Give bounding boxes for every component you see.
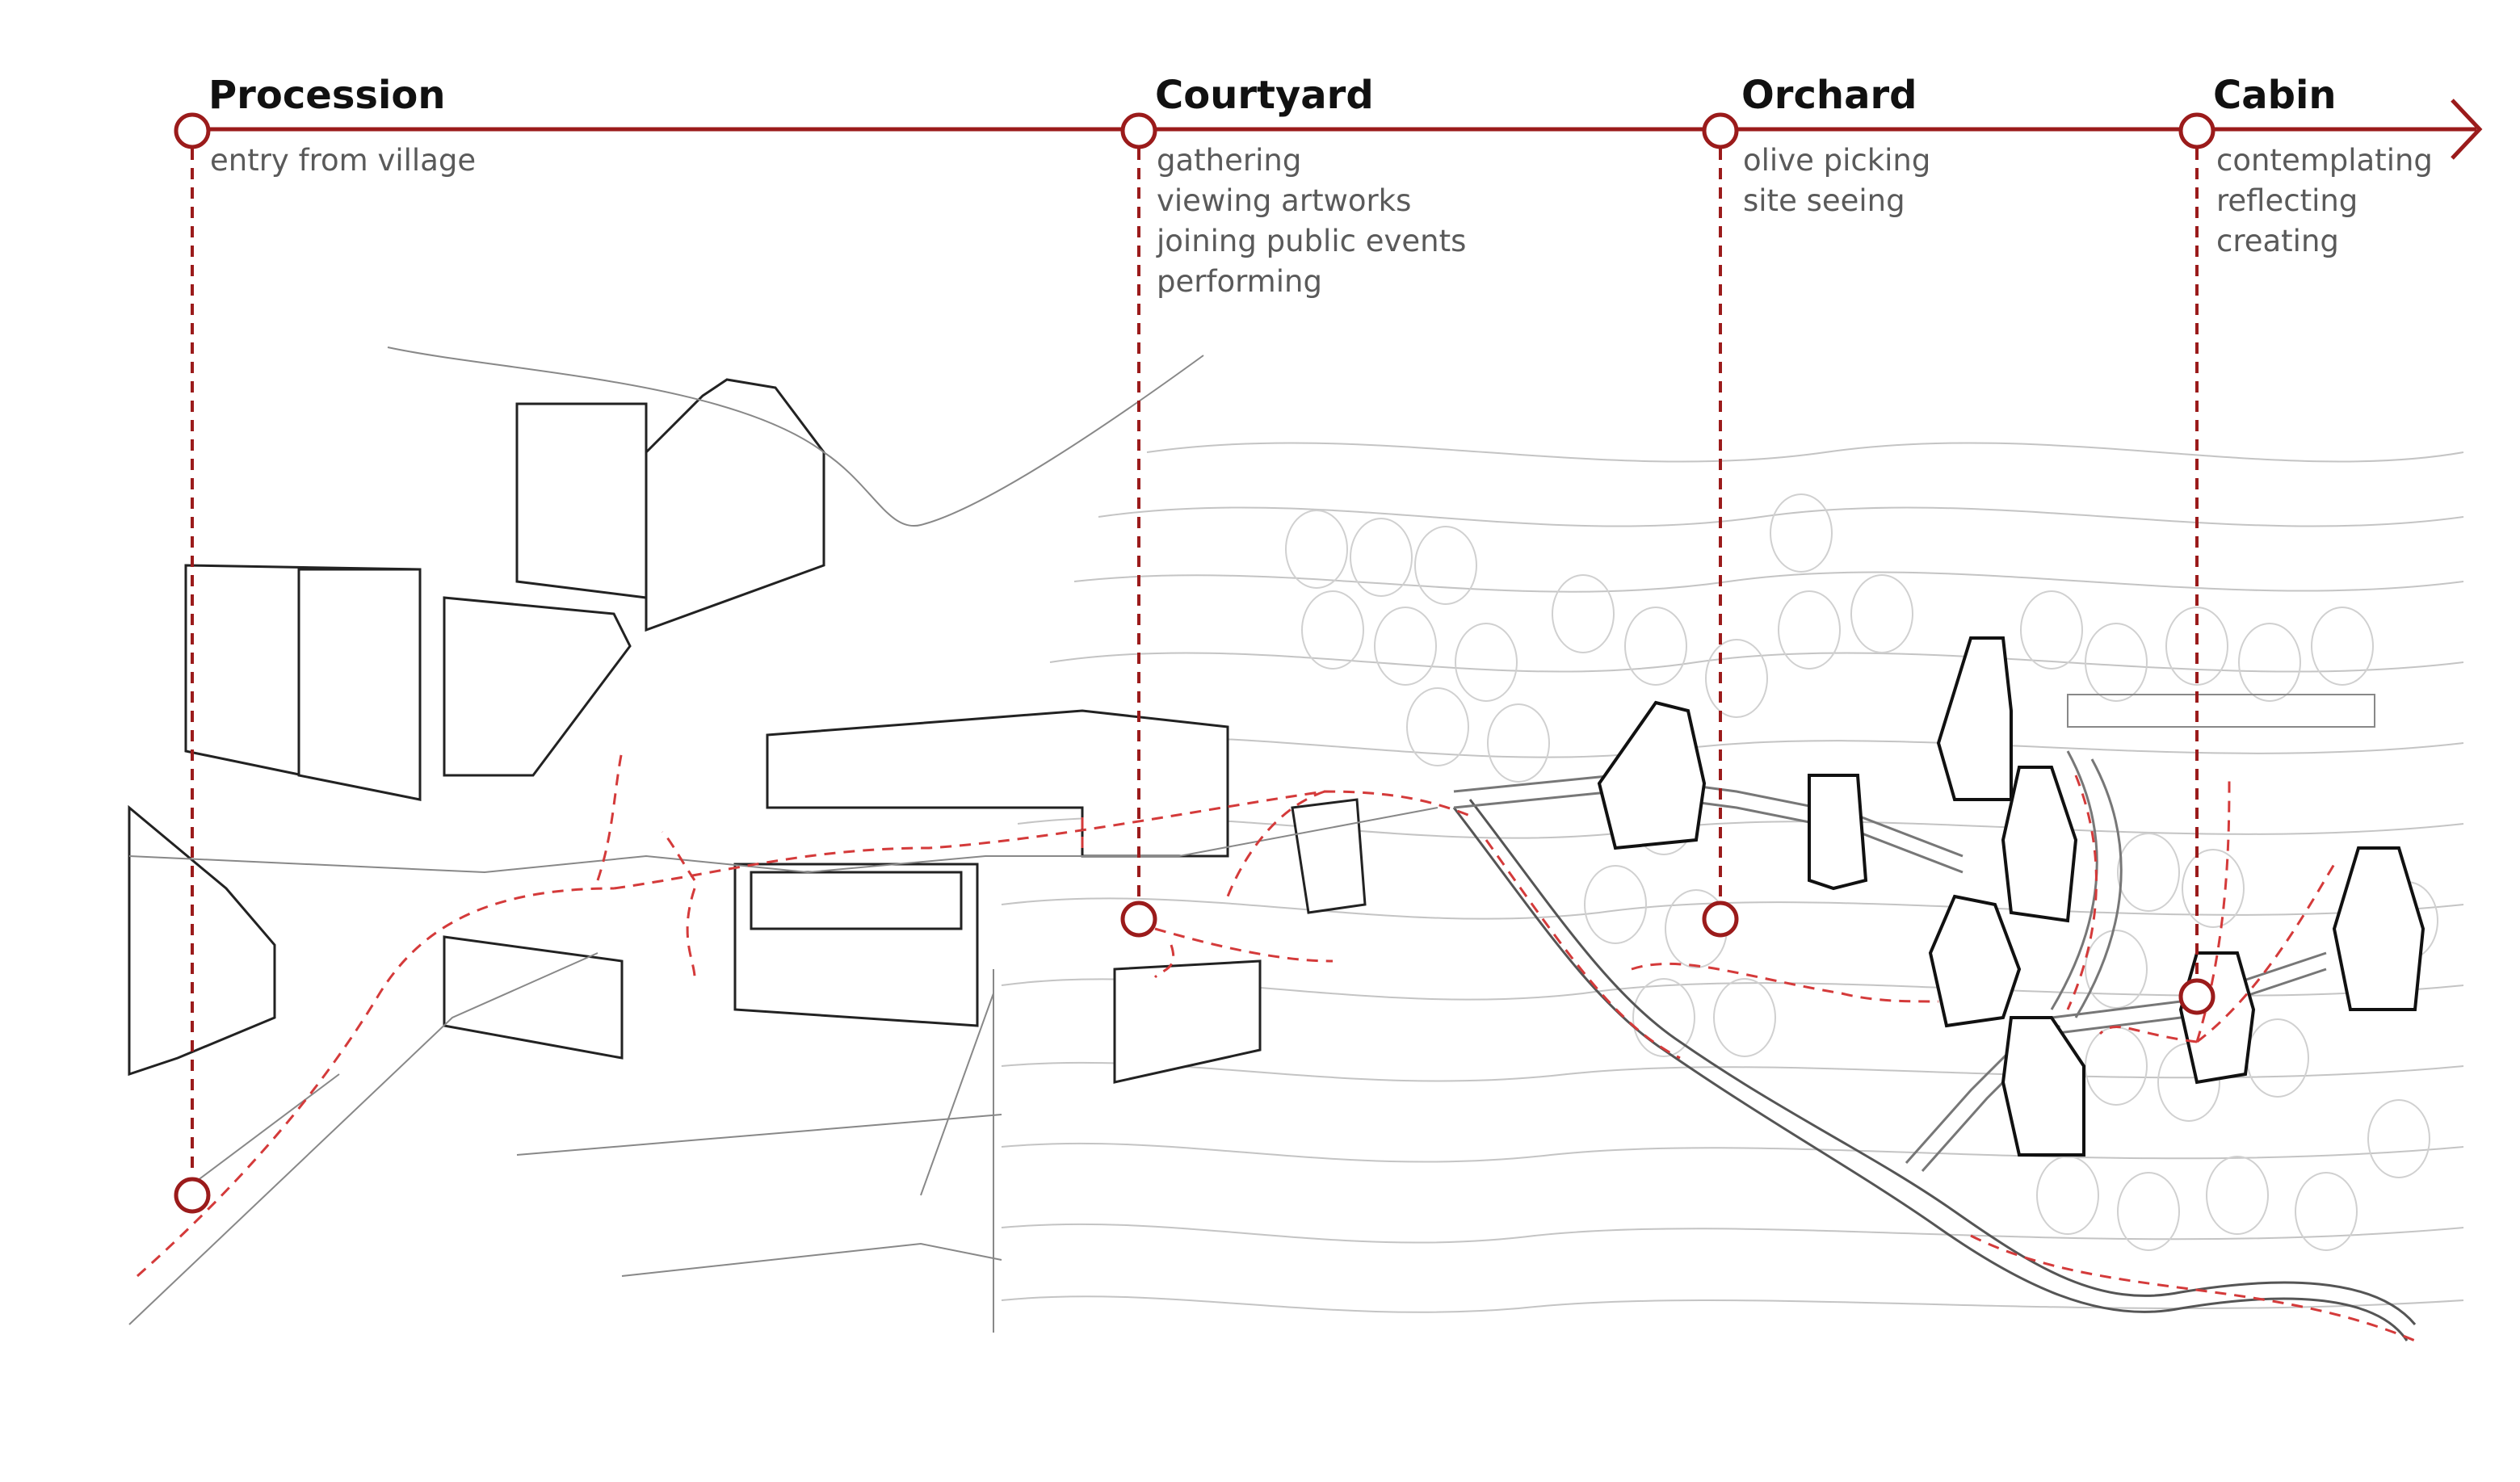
cabin-7 [2332, 846, 2426, 1011]
marker-orchard-site [1702, 901, 1739, 938]
activity-item: entry from village [210, 143, 477, 178]
activity-item: performing [1157, 264, 1322, 299]
stage-activities-cabin: contemplating reflecting creating [2216, 141, 2433, 262]
timeline-arrowhead [2451, 99, 2483, 160]
stage-title-orchard: Orchard [1741, 73, 1917, 118]
stage-activities-orchard: olive picking site seeing [1743, 141, 1930, 221]
stage-activities-procession: entry from village [210, 141, 476, 181]
activity-item: viewing artworks [1157, 183, 1412, 218]
activity-item: contemplating [2216, 143, 2433, 178]
movement-paths [136, 750, 2416, 1342]
boardwalks [1453, 750, 2327, 1172]
marker-courtyard-top [1120, 112, 1157, 149]
cabin-6 [2001, 1016, 2085, 1157]
stage-title-cabin: Cabin [2213, 73, 2337, 118]
activity-item: site seeing [1743, 183, 1905, 218]
activity-item: reflecting [2216, 183, 2358, 218]
timeline [174, 99, 2483, 1214]
slope-paths [1452, 799, 2417, 1341]
cabin-4 [2001, 766, 2078, 923]
marker-cabin-site [2178, 978, 2216, 1015]
stage-connectors [191, 149, 2199, 1176]
activity-item: joining public events [1157, 224, 1467, 258]
activity-item: olive picking [1743, 143, 1931, 178]
stage-activities-courtyard: gathering viewing artworks joining publi… [1157, 141, 1466, 302]
marker-courtyard-site [1120, 901, 1157, 938]
village-outlines [128, 346, 2375, 1333]
marker-procession-top [174, 112, 211, 149]
marker-cabin-top [2178, 112, 2216, 149]
stage-markers [174, 112, 2216, 1214]
village-buildings [128, 378, 1367, 1084]
cabins [1597, 636, 2426, 1157]
cabin-8 [2178, 951, 2256, 1085]
cabin-3 [1936, 636, 2013, 801]
stage-title-procession: Procession [208, 73, 446, 118]
activity-item: gathering [1157, 143, 1302, 178]
cabin-5 [1928, 894, 2022, 1028]
stage-title-courtyard: Courtyard [1155, 73, 1374, 118]
activity-item: creating [2216, 224, 2339, 258]
contour-lines [1001, 442, 2464, 1313]
marker-procession-site [174, 1177, 211, 1214]
cabin-2 [1808, 774, 1868, 891]
cabin-1 [1597, 700, 1707, 850]
marker-orchard-top [1702, 112, 1739, 149]
